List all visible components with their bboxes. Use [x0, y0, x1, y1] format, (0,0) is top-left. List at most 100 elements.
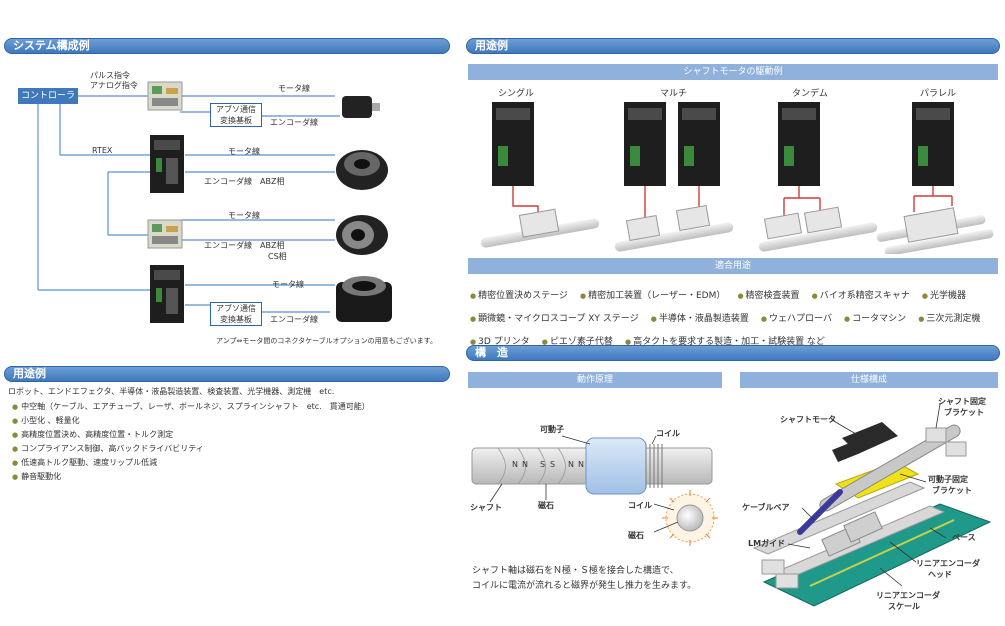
app-item: 精密加工装置（レーザー・EDM）	[580, 287, 725, 306]
label-linear-scale-1: リニアエンコーダ	[876, 591, 940, 600]
driver-board-1	[147, 81, 183, 111]
pole-n-1: N	[512, 460, 518, 469]
drive-parallel	[876, 102, 994, 254]
label-shaft-bracket-1: シャフト固定	[938, 397, 986, 406]
drive-label-single: シングル	[498, 89, 535, 99]
cross-section	[653, 490, 718, 546]
label-coil-2: コイル	[628, 501, 652, 510]
label-coil: コイル	[656, 429, 680, 438]
label-mover: 可動子	[540, 425, 564, 434]
description-line-2: コイルに電流が流れると磁界が発生し推力を生みます。	[472, 581, 697, 591]
label-lm-guide: LMガイド	[748, 539, 786, 548]
usage-item: 静音駆動化	[12, 470, 370, 484]
system-config-header: システム構成例	[4, 38, 450, 54]
motor-hollow-2	[336, 215, 388, 255]
pole-s-1: S	[540, 460, 546, 469]
usage-item: 高精度位置決め、高精度位置・トルク測定	[12, 428, 370, 442]
pole-n-2: N	[522, 460, 528, 469]
abs-conv-line2: 変換基板	[220, 116, 252, 125]
system-diagram	[37, 81, 392, 323]
pole-n-3: N	[568, 460, 574, 469]
footnote: アンプ⇔モータ間のコネクタケーブルオプションの用意もございます。	[216, 337, 437, 345]
motor-line-label-2: モータ線	[228, 147, 260, 156]
app-item: 光学機器	[922, 287, 966, 306]
driver-board-2	[147, 219, 183, 249]
app-item: ウェハプローバ	[761, 310, 832, 329]
drive-tandem	[758, 102, 878, 252]
encoder-abz-label-2: エンコーダ線 ABZ相	[204, 241, 285, 250]
usage-lead: ロボット、エンドエフェクタ、半導体・液晶製造装置、検査装置、光学機器、測定機 e…	[8, 387, 335, 396]
app-item: コータマシン	[844, 310, 906, 329]
drive-example-bar: シャフトモータの駆動例	[468, 64, 998, 80]
bracket-bottom	[761, 559, 799, 589]
pulse-label: パルス指令	[90, 71, 130, 80]
usage-item: 低速高トルク駆動、速度リップル低減	[12, 456, 370, 470]
usage-item: 小型化 、軽量化	[12, 414, 370, 428]
principle-description: シャフト軸は磁石をＮ極・Ｓ極を接合した構造で、 コイルに電流が流れると磁界が発生…	[472, 564, 696, 594]
description-line-1: シャフト軸は磁石をＮ極・Ｓ極を接合した構造で、	[472, 566, 679, 576]
motor-line-label-1: モータ線	[278, 84, 310, 93]
app-item: バイオ系精密スキャナ	[812, 287, 910, 306]
label-shaft: シャフト	[470, 503, 502, 512]
drive-examples-illustration	[480, 102, 994, 254]
pole-n-4: N	[578, 460, 584, 469]
app-item: 半導体・液晶製造装置	[651, 310, 749, 329]
servo-driver-1	[150, 135, 184, 193]
drive-label-multi: マルチ	[660, 89, 688, 99]
drive-label-tandem: タンデム	[792, 89, 828, 99]
analog-label: アナログ指令	[90, 81, 138, 90]
principle-illustration	[471, 435, 718, 546]
abs-conv-line1: アブソ通信	[216, 105, 256, 114]
encoder-line-label-2: エンコーダ線	[270, 315, 318, 324]
encoder-abz-label-1: エンコーダ線 ABZ相	[204, 177, 285, 186]
cs-phase-label: CS相	[268, 252, 287, 261]
label-mover-bracket-2: ブラケット	[932, 486, 972, 495]
motor-hollow-3	[336, 276, 392, 322]
label-cable-bear: ケーブルベア	[742, 503, 790, 512]
encoder-line-label-1: エンコーダ線	[270, 118, 318, 127]
spec-illustration	[752, 403, 992, 607]
abs-conv-box-1: アブソ通信 変換基板	[210, 103, 262, 127]
abs-conv-line1b: アブソ通信	[216, 304, 256, 313]
principle-bar: 動作原理	[468, 372, 722, 388]
bracket-top	[925, 427, 967, 457]
applications-list: 精密位置決めステージ 精密加工装置（レーザー・EDM） 精密検査装置 バイオ系精…	[470, 283, 1000, 352]
fit-usage-bar: 適合用途	[468, 258, 998, 274]
label-linear-scale-2: スケール	[888, 602, 920, 611]
motor-small	[342, 96, 380, 118]
drive-single	[480, 102, 600, 248]
controller-box: コントローラ	[18, 88, 78, 104]
usage-header-right: 用途例	[466, 38, 1000, 54]
label-mover-bracket-1: 可動子固定	[928, 475, 968, 484]
drive-multi	[614, 102, 734, 252]
app-item: 精密位置決めステージ	[470, 287, 568, 306]
pole-s-2: S	[550, 460, 556, 469]
app-item: ピエゾ素子代替	[542, 333, 613, 352]
label-base: ベース	[952, 533, 976, 542]
app-item: 高タクトを要求する製造・加工・試験装置 など	[625, 333, 825, 352]
label-shaft-motor: シャフトモータ	[780, 415, 836, 424]
label-linear-head-2: ヘッド	[928, 570, 952, 579]
label-magnet-2: 磁石	[628, 531, 644, 540]
usage-header-left: 用途例	[4, 366, 450, 382]
label-shaft-bracket-2: ブラケット	[944, 408, 984, 417]
app-item: 三次元測定機	[918, 310, 980, 329]
abs-conv-line2b: 変換基板	[220, 315, 252, 324]
motor-line-label-3: モータ線	[228, 211, 260, 220]
structure-header: 構 造	[466, 345, 1000, 361]
app-item: 精密検査装置	[737, 287, 800, 306]
usage-list: 中空軸（ケーブル、エアチューブ、レーザ、ボールネジ、スプラインシャフト etc.…	[12, 400, 370, 484]
drive-label-parallel: パラレル	[920, 89, 957, 99]
label-linear-head-1: リニアエンコーダ	[916, 559, 980, 568]
usage-item: コンプライアンス制御、高バックドライバビリティ	[12, 442, 370, 456]
abs-conv-box-2: アブソ通信 変換基板	[210, 302, 262, 326]
spec-bar: 仕様構成	[740, 372, 998, 388]
usage-item: 中空軸（ケーブル、エアチューブ、レーザ、ボールネジ、スプラインシャフト etc.…	[12, 400, 370, 414]
rtex-label: RTEX	[92, 146, 113, 155]
servo-driver-2	[150, 265, 184, 323]
motor-line-label-4: モータ線	[272, 280, 304, 289]
app-item: 顕微鏡・マイクロスコープ XY ステージ	[470, 310, 639, 329]
label-magnet: 磁石	[538, 501, 554, 510]
motor-hollow-1	[336, 150, 388, 190]
app-item: 3D プリンタ	[470, 333, 530, 352]
